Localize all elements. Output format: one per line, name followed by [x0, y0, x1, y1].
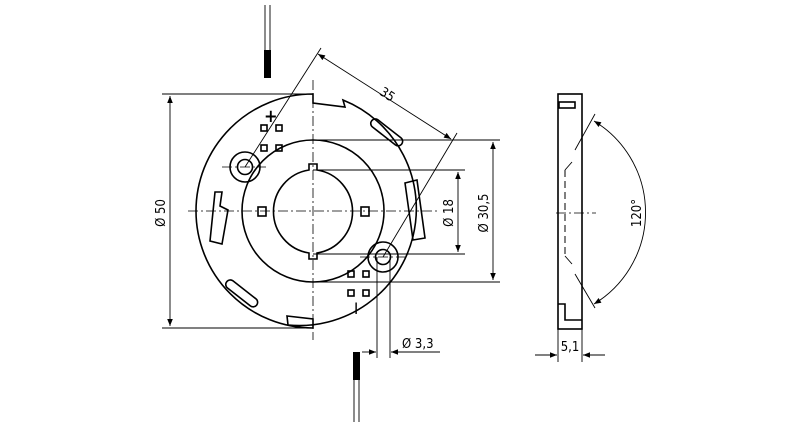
- positive-marking: +: [264, 106, 278, 127]
- inner-ring-diameter-label: Ø 30,5: [477, 194, 492, 233]
- negative-marking: I: [354, 299, 358, 318]
- dimensions: Ø 50 Ø 30,5 Ø 18 35 Ø 3,3: [154, 47, 500, 358]
- side-view: 120° 5,1: [535, 93, 646, 362]
- outer-diameter-label: Ø 50: [154, 199, 169, 227]
- beam-angle-label: 120°: [630, 199, 645, 227]
- center-opening: [272, 163, 354, 260]
- hole-spacing-label: 35: [377, 85, 398, 106]
- outer-contour: [195, 93, 418, 329]
- front-view: + I: [188, 80, 440, 340]
- top-wire: [264, 5, 271, 78]
- thickness-label: 5,1: [561, 340, 580, 355]
- bottom-wire: [353, 352, 360, 422]
- hole-diameter-label: Ø 3,3: [402, 337, 434, 352]
- center-opening-diameter-label: Ø 18: [442, 199, 457, 227]
